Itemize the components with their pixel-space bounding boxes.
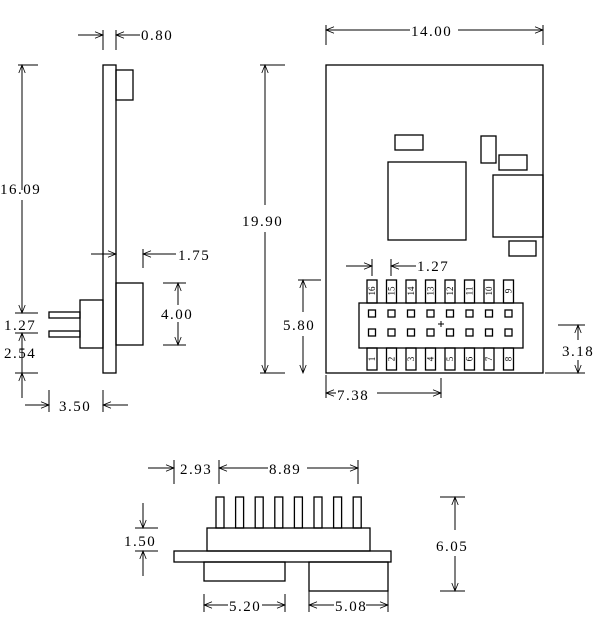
dim-0-80: 0.80 bbox=[141, 28, 173, 44]
connector-pin-top bbox=[405, 279, 417, 304]
pin-label: 2 bbox=[387, 357, 397, 362]
top-view: 16 1 15 2 14 3 13 4 12 5 11 6 10 7 9 8 14.00 19.90 1.27… bbox=[242, 24, 594, 404]
bottom-pin bbox=[274, 496, 284, 529]
bottom-pin bbox=[332, 496, 343, 529]
component bbox=[492, 174, 544, 238]
pin-label: 14 bbox=[406, 286, 416, 296]
side-pin bbox=[48, 330, 81, 338]
connector-pin-top bbox=[366, 279, 378, 304]
connector-pins: 16 1 15 2 14 3 13 4 12 5 11 6 10 7 9 8 bbox=[366, 279, 515, 371]
pin-hole bbox=[504, 328, 513, 337]
component bbox=[480, 135, 497, 164]
bottom-pin bbox=[313, 496, 323, 529]
dim-6-05: 6.05 bbox=[436, 539, 468, 555]
dim-19-90: 19.90 bbox=[242, 214, 283, 230]
side-top-component bbox=[115, 69, 134, 101]
dim-1-50: 1.50 bbox=[124, 534, 156, 550]
connector-pin-bottom bbox=[444, 347, 456, 371]
pin-hole bbox=[387, 328, 396, 337]
side-pin bbox=[48, 311, 81, 319]
bottom-pin bbox=[352, 496, 362, 529]
pin-hole bbox=[465, 328, 474, 337]
component bbox=[508, 240, 537, 257]
connector-body bbox=[358, 302, 524, 349]
side-header bbox=[79, 299, 104, 349]
connector-pin-bottom bbox=[366, 347, 378, 371]
dim-5-08: 5.08 bbox=[335, 599, 367, 615]
bottom-view: 2.93 8.89 1.50 6.05 5.20 5.08 bbox=[124, 460, 468, 615]
main-chip bbox=[387, 161, 467, 241]
connector-pin-top bbox=[385, 279, 398, 304]
pin-hole bbox=[504, 309, 513, 318]
connector-pin-top bbox=[502, 279, 515, 304]
connector-pin-bottom bbox=[405, 347, 417, 371]
connector-pin-bottom bbox=[463, 347, 476, 371]
pin-hole bbox=[367, 309, 377, 318]
dim-3-50: 3.50 bbox=[59, 399, 91, 415]
pin-label: 16 bbox=[367, 286, 377, 296]
bottom-connector-body bbox=[206, 527, 371, 552]
pin-label: 8 bbox=[504, 356, 514, 361]
pin-hole bbox=[484, 328, 494, 337]
bottom-pin bbox=[293, 496, 304, 529]
dim-3-18: 3.18 bbox=[562, 344, 594, 360]
pin-hole bbox=[445, 309, 455, 318]
bottom-pin bbox=[234, 496, 245, 529]
pin-hole bbox=[484, 309, 494, 318]
pin-hole bbox=[367, 328, 377, 337]
pin-label: 11 bbox=[465, 287, 475, 296]
connector-pin-bottom bbox=[483, 347, 495, 371]
dim-2-93: 2.93 bbox=[180, 462, 212, 478]
connector-pin-bottom bbox=[385, 347, 398, 371]
pin-hole bbox=[465, 309, 474, 318]
pin-label: 3 bbox=[406, 356, 416, 361]
pin-label: 5 bbox=[445, 356, 455, 361]
bottom-pin bbox=[215, 496, 225, 529]
pin-label: 7 bbox=[484, 356, 494, 361]
bottom-pin bbox=[254, 496, 264, 529]
component bbox=[498, 154, 528, 171]
pin-label: 9 bbox=[504, 288, 514, 293]
pin-label: 1 bbox=[367, 357, 377, 362]
bottom-board bbox=[173, 550, 392, 563]
side-connector-body bbox=[115, 282, 144, 346]
connector-pin-bottom bbox=[502, 347, 515, 371]
pin-label: 4 bbox=[426, 356, 436, 361]
dim-5-20: 5.20 bbox=[229, 599, 261, 615]
dim-4-00: 4.00 bbox=[161, 307, 193, 323]
dim-1-75: 1.75 bbox=[178, 248, 210, 264]
bottom-right-part bbox=[308, 561, 389, 592]
dim-14-00: 14.00 bbox=[411, 24, 452, 40]
side-pcb bbox=[102, 64, 117, 374]
pin-hole bbox=[426, 309, 435, 318]
component bbox=[394, 134, 424, 151]
pin-label: 13 bbox=[426, 286, 436, 296]
dim-8-89: 8.89 bbox=[269, 462, 301, 478]
dim-1-27-top: 1.27 bbox=[417, 259, 449, 275]
pin-hole bbox=[406, 309, 416, 318]
dim-16-09: 16.09 bbox=[0, 182, 41, 198]
side-view: 0.80 16.09 1.27 2.54 3.50 1.75 4.00 bbox=[0, 28, 210, 415]
pin-hole bbox=[426, 328, 435, 337]
bottom-left-part bbox=[203, 561, 286, 582]
pin-label: 15 bbox=[387, 286, 397, 296]
pin-hole bbox=[406, 328, 416, 337]
connector-pin-bottom bbox=[424, 347, 437, 371]
pin-hole bbox=[445, 328, 455, 337]
dim-1-27-side: 1.27 bbox=[4, 318, 36, 334]
bottom-pins bbox=[215, 496, 362, 529]
dim-5-80: 5.80 bbox=[283, 318, 315, 334]
connector-pin-top bbox=[483, 279, 495, 304]
dim-2-54: 2.54 bbox=[4, 346, 36, 362]
pin-label: 12 bbox=[445, 287, 455, 296]
pin-label: 10 bbox=[484, 286, 494, 296]
connector-pin-top bbox=[424, 279, 437, 304]
dim-7-38: 7.38 bbox=[337, 388, 369, 404]
connector-pin-top bbox=[463, 279, 476, 304]
pin-label: 6 bbox=[465, 356, 475, 361]
connector-pin-top bbox=[444, 279, 456, 304]
pin-hole bbox=[387, 309, 396, 318]
